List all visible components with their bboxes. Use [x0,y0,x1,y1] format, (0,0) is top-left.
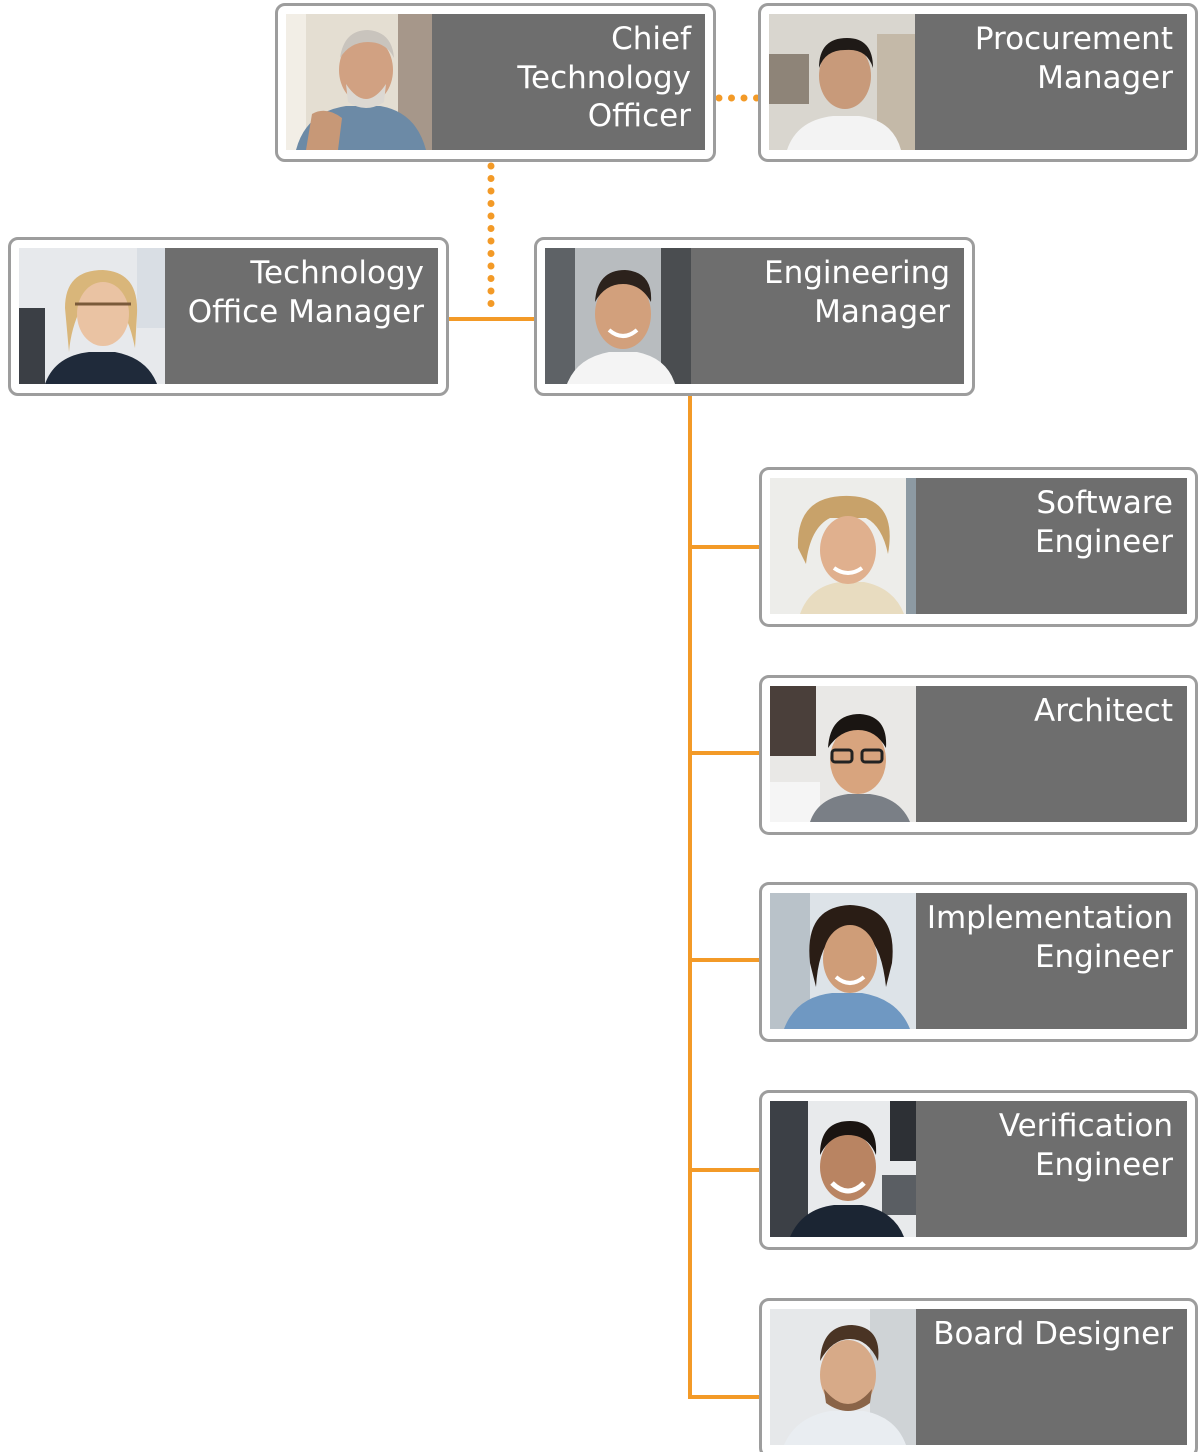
photo-smiling-man [545,248,691,384]
node-architect[interactable]: Architect [759,675,1198,835]
node-technology-office-manager[interactable]: Technology Office Manager [8,237,449,396]
title-box: Technology Office Manager [165,248,438,384]
title-architect: Architect [1033,693,1173,729]
title-board-designer: Board Designer [933,1316,1173,1352]
node-procurement-manager[interactable]: Procurement Manager [758,3,1198,162]
title-engineering-manager: Engineering Manager [764,255,950,330]
title-verification-engineer: Verification Engineer [998,1108,1173,1183]
node-chief-technology-officer[interactable]: Chief Technology Officer [275,3,716,162]
node-engineering-manager[interactable]: Engineering Manager [534,237,975,396]
title-box: Implementation Engineer [916,893,1187,1029]
photo-smiling-man-office [770,1101,916,1237]
title-box: Board Designer [916,1309,1187,1445]
node-implementation-engineer[interactable]: Implementation Engineer [759,882,1198,1042]
node-board-designer[interactable]: Board Designer [759,1298,1198,1452]
title-chief-technology-officer: Chief Technology Officer [517,21,691,134]
title-box: Chief Technology Officer [432,14,705,150]
node-software-engineer[interactable]: Software Engineer [759,467,1198,627]
title-implementation-engineer: Implementation Engineer [926,900,1173,975]
photo-gray-haired-man [286,14,432,150]
photo-dark-haired-man [769,14,915,150]
title-box: Procurement Manager [915,14,1187,150]
title-box: Software Engineer [916,478,1187,614]
photo-blonde-woman [770,478,916,614]
title-software-engineer: Software Engineer [1034,485,1173,560]
title-box: Verification Engineer [916,1101,1187,1237]
photo-curly-haired-man [770,893,916,1029]
photo-man-beard [770,1309,916,1445]
title-procurement-manager: Procurement Manager [974,21,1173,96]
photo-blonde-woman-glasses [19,248,165,384]
node-verification-engineer[interactable]: Verification Engineer [759,1090,1198,1250]
photo-man-glasses [770,686,916,822]
title-box: Engineering Manager [691,248,964,384]
title-technology-office-manager: Technology Office Manager [187,255,424,330]
title-box: Architect [916,686,1187,822]
